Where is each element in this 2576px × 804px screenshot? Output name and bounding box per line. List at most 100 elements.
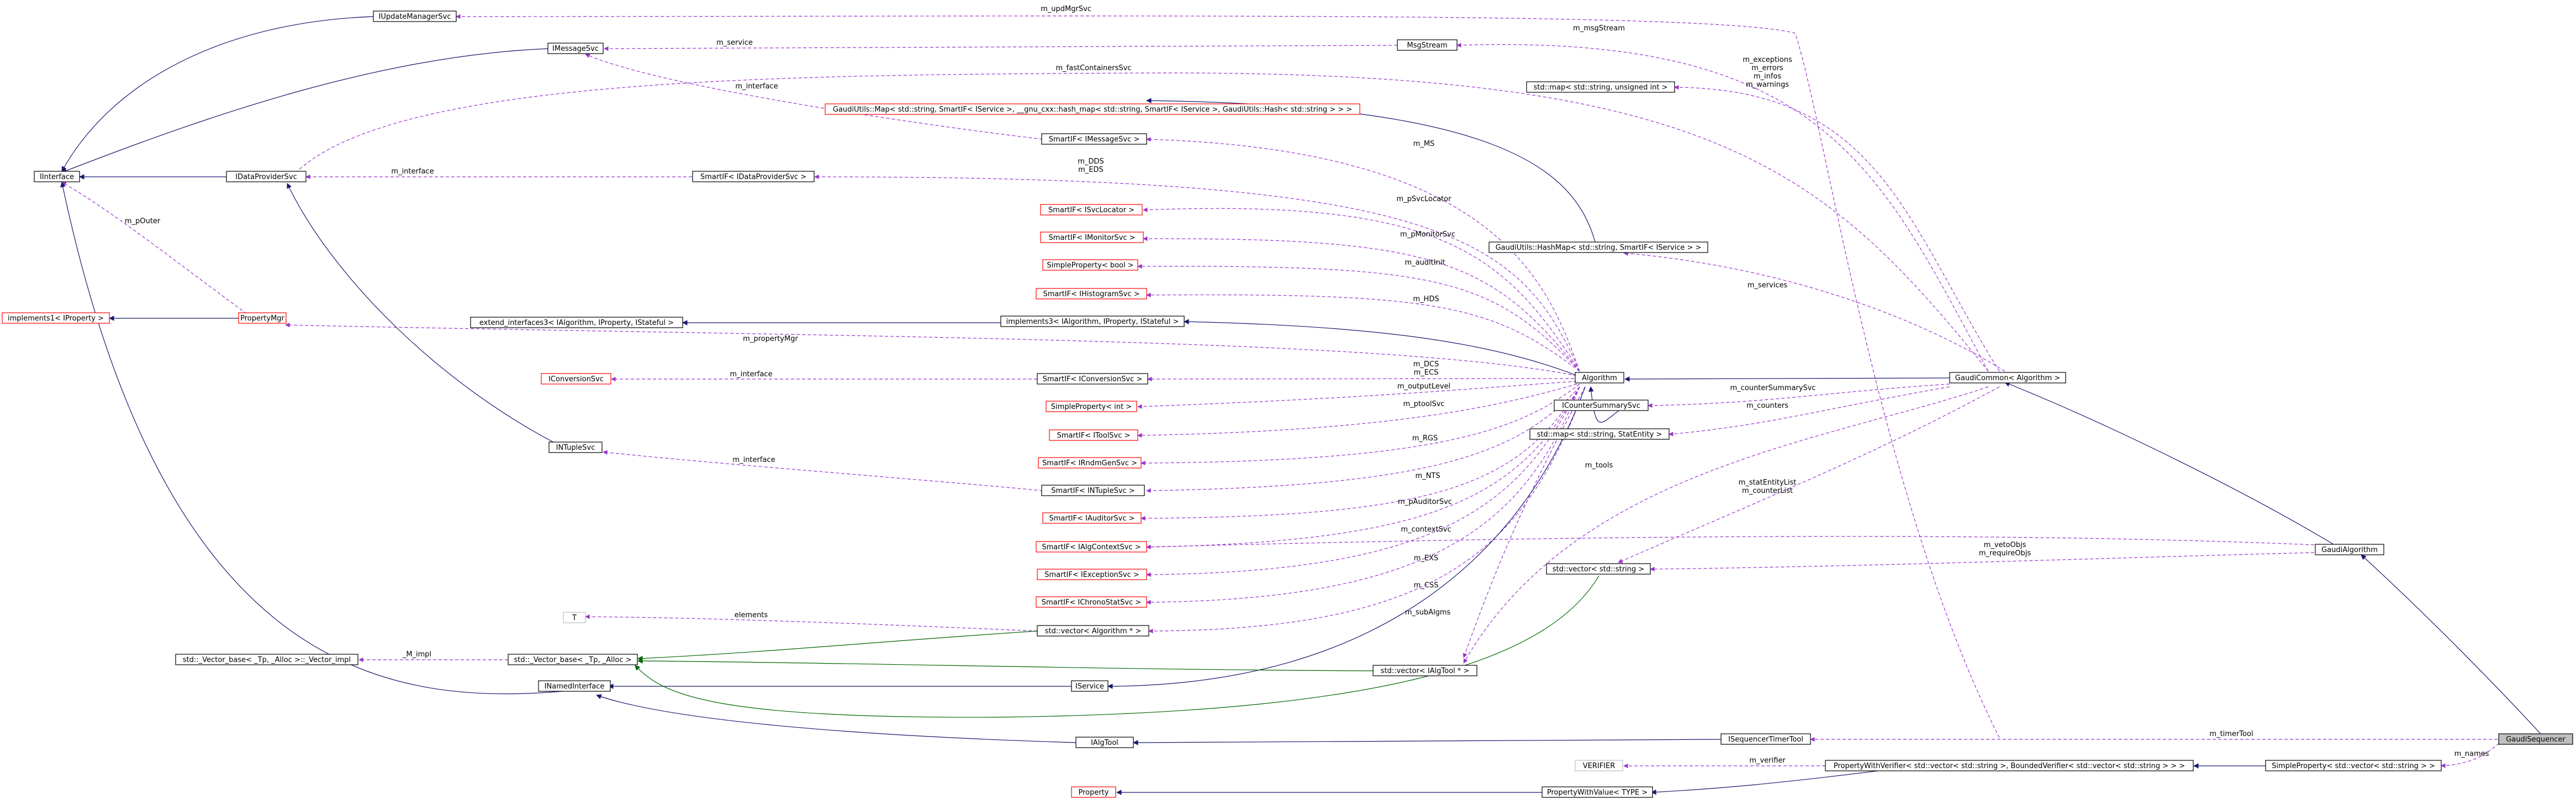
- node-isequencertimertool[interactable]: ISequencerTimerTool: [1720, 733, 1811, 745]
- svg-text:INamedInterface: INamedInterface: [545, 682, 605, 691]
- edge-inherit-alg-impl: [1184, 319, 1578, 376]
- svg-text:PropertyWithValue< TYPE >: PropertyWithValue< TYPE >: [1547, 789, 1648, 797]
- node-smartif-iauditorsvc[interactable]: SmartIF< IAuditorSvc >: [1042, 512, 1142, 524]
- node-gaudiutils-map[interactable]: GaudiUtils::Map< std::string, SmartIF< I…: [825, 103, 1360, 115]
- node-msgstream[interactable]: MsgStream: [1397, 39, 1458, 51]
- edge-m-HDS: [1146, 292, 1580, 372]
- svg-text:SimpleProperty< std::vector< s: SimpleProperty< std::vector< std::string…: [2272, 762, 2435, 770]
- node-implements3[interactable]: implements3< IAlgorithm, IProperty, ISta…: [1000, 316, 1185, 327]
- node-smartif-idataprovidersvc[interactable]: SmartIF< IDataProviderSvc >: [692, 171, 815, 182]
- svg-text:std::vector< std::string >: std::vector< std::string >: [1553, 565, 1644, 574]
- node-smartif-ihistogramsvc[interactable]: SmartIF< IHistogramSvc >: [1036, 288, 1147, 299]
- node-smartif-intuplesvc[interactable]: SmartIF< INTupleSvc >: [1041, 485, 1145, 496]
- edge-m-pMonitorSvc: [1143, 236, 1580, 372]
- edge-label: m_interface: [732, 456, 775, 464]
- node-gaudi-sequencer[interactable]: GaudiSequencer: [2498, 733, 2573, 745]
- edge-m-counterSummarySvc: [1648, 383, 1950, 408]
- edge-label: m_verifier: [1749, 756, 1786, 765]
- edge-label: m_pOuter: [125, 217, 161, 225]
- svg-text:SmartIF< INTupleSvc >: SmartIF< INTupleSvc >: [1051, 487, 1134, 495]
- edge-m-EXS: [1146, 386, 1580, 577]
- svg-text:SmartIF< IDataProviderSvc >: SmartIF< IDataProviderSvc >: [700, 173, 806, 181]
- node-t[interactable]: T: [563, 612, 586, 623]
- svg-text:std::vector< IAlgTool * >: std::vector< IAlgTool * >: [1381, 667, 1470, 675]
- edge-label: m_contextSvc: [1401, 526, 1451, 534]
- edge-label: m_names: [2454, 750, 2489, 758]
- node-simpleproperty-vector[interactable]: SimpleProperty< std::vector< std::string…: [2265, 760, 2442, 771]
- node-gaudicommon[interactable]: GaudiCommon< Algorithm >: [1949, 372, 2066, 383]
- node-vector-ialgtool[interactable]: std::vector< IAlgTool * >: [1373, 665, 1477, 676]
- node-ialgtool[interactable]: IAlgTool: [1075, 737, 1134, 748]
- edge-m-statEntityList: [1618, 386, 2000, 563]
- edge-label: m_counters: [1746, 402, 1788, 410]
- edge-elements: [585, 614, 1038, 632]
- node-inamedinterface[interactable]: INamedInterface: [538, 680, 611, 692]
- node-property[interactable]: Property: [1071, 786, 1116, 798]
- node-extend-interfaces3[interactable]: extend_interfaces3< IAlgorithm, IPropert…: [470, 317, 683, 328]
- edge-label: m_fastContainersSvc: [1056, 64, 1132, 72]
- edge-label: m_counterSummarySvc: [1730, 384, 1815, 392]
- node-smartif-isvclocator[interactable]: SmartIF< ISvcLocator >: [1040, 204, 1143, 216]
- node-smartif-iexceptionsvc[interactable]: SmartIF< IExceptionSvc >: [1037, 569, 1147, 580]
- edge-m-vetoObjs: [1650, 552, 2315, 572]
- node-gaudiutils-hashmap[interactable]: GaudiUtils::HashMap< std::string, SmartI…: [1488, 241, 1708, 253]
- node-vector-algorithm[interactable]: std::vector< Algorithm * >: [1037, 625, 1149, 637]
- svg-text:std::_Vector_base< _Tp, _Alloc: std::_Vector_base< _Tp, _Alloc >: [514, 656, 631, 664]
- svg-text:SmartIF< IMonitorSvc >: SmartIF< IMonitorSvc >: [1048, 234, 1135, 242]
- node-smartif-itoolsvc[interactable]: SmartIF< IToolSvc >: [1049, 429, 1138, 441]
- node-algorithm[interactable]: Algorithm: [1575, 372, 1624, 383]
- edge-m-pOuter: [61, 182, 247, 314]
- node-propertywithvalue[interactable]: PropertyWithValue< TYPE >: [1542, 786, 1653, 798]
- node-vector-impl[interactable]: std::_Vector_base< _Tp, _Alloc >::_Vecto…: [175, 654, 358, 665]
- svg-text:Algorithm: Algorithm: [1582, 374, 1617, 382]
- svg-text:Property: Property: [1078, 789, 1108, 797]
- edge-label: m_subAlgms: [1405, 608, 1451, 617]
- node-simpleproperty-int[interactable]: SimpleProperty< int >: [1046, 401, 1137, 412]
- node-map-statentity[interactable]: std::map< std::string, StatEntity >: [1529, 428, 1670, 440]
- node-smartif-imonitorsvc[interactable]: SmartIF< IMonitorSvc >: [1040, 232, 1144, 243]
- svg-text:IDataProviderSvc: IDataProviderSvc: [235, 173, 297, 181]
- node-propertymgr[interactable]: PropertyMgr: [238, 312, 287, 324]
- node-smartif-iconversionsvc[interactable]: SmartIF< IConversionSvc >: [1037, 373, 1148, 385]
- svg-text:GaudiSequencer: GaudiSequencer: [2506, 735, 2566, 744]
- node-implements1-iproperty[interactable]: implements1< IProperty >: [2, 312, 110, 324]
- node-idataprovidersvc[interactable]: IDataProviderSvc: [226, 171, 307, 182]
- node-smartif-ichronostatsvc[interactable]: SmartIF< IChronoStatSvc >: [1036, 596, 1147, 608]
- node-verifier[interactable]: VERIFIER: [1575, 760, 1623, 771]
- svg-text:VERIFIER: VERIFIER: [1583, 762, 1616, 770]
- svg-text:MsgStream: MsgStream: [1407, 41, 1447, 50]
- node-iinterface[interactable]: IInterface: [34, 171, 80, 182]
- node-smartif-imessagesvc[interactable]: SmartIF< IMessageSvc >: [1041, 133, 1147, 145]
- edge-m-services: [1623, 251, 2005, 372]
- node-map-unsigned[interactable]: std::map< std::string, unsigned int >: [1526, 81, 1675, 93]
- edge-m-MS: [1146, 137, 1580, 372]
- node-smartif-ialgcontextsvc[interactable]: SmartIF< IAlgContextSvc >: [1036, 541, 1147, 553]
- node-intuplesvc[interactable]: INTupleSvc: [548, 442, 603, 453]
- node-vector-base[interactable]: std::_Vector_base< _Tp, _Alloc >: [508, 654, 638, 665]
- edge-label: m_pAuditorSvc: [1398, 498, 1452, 506]
- edge-inherit-hashmap: [1146, 98, 1596, 243]
- node-iupdatemanagersvc[interactable]: IUpdateManagerSvc: [373, 10, 457, 22]
- edge-label: m_RGS: [1412, 434, 1438, 443]
- edge-m-extCtxSvc: [1146, 386, 1580, 550]
- svg-text:SmartIF< IRndmGenSvc >: SmartIF< IRndmGenSvc >: [1042, 459, 1137, 467]
- svg-text:IInterface: IInterface: [40, 173, 74, 181]
- node-iservice[interactable]: IService: [1071, 680, 1108, 692]
- edge-m-NTS: [1146, 386, 1580, 493]
- node-vector-string[interactable]: std::vector< std::string >: [1546, 563, 1651, 575]
- edge-m-propertyMgr: [285, 322, 1577, 376]
- svg-text:SimpleProperty< int >: SimpleProperty< int >: [1051, 403, 1132, 411]
- node-propertywithverifier[interactable]: PropertyWithVerifier< std::vector< std::…: [1825, 760, 2194, 771]
- edge-m-msgStream: [1456, 43, 1989, 372]
- node-icountersummarysvc[interactable]: ICounterSummarySvc: [1554, 400, 1649, 411]
- node-smartif-irndmgensvc[interactable]: SmartIF< IRndmGenSvc >: [1038, 457, 1142, 469]
- node-imessagesvc[interactable]: IMessageSvc: [547, 43, 604, 54]
- svg-text:SmartIF< IToolSvc >: SmartIF< IToolSvc >: [1057, 432, 1131, 440]
- node-iconversionsvc[interactable]: IConversionSvc: [541, 373, 611, 385]
- svg-text:SmartIF< IHistogramSvc >: SmartIF< IHistogramSvc >: [1043, 290, 1139, 298]
- node-simpleproperty-bool[interactable]: SimpleProperty< bool >: [1042, 259, 1138, 271]
- edge-label: m_service: [716, 39, 753, 47]
- svg-text:SmartIF< IExceptionSvc >: SmartIF< IExceptionSvc >: [1044, 571, 1139, 579]
- node-gaudialgorithm[interactable]: GaudiAlgorithm: [2315, 544, 2384, 555]
